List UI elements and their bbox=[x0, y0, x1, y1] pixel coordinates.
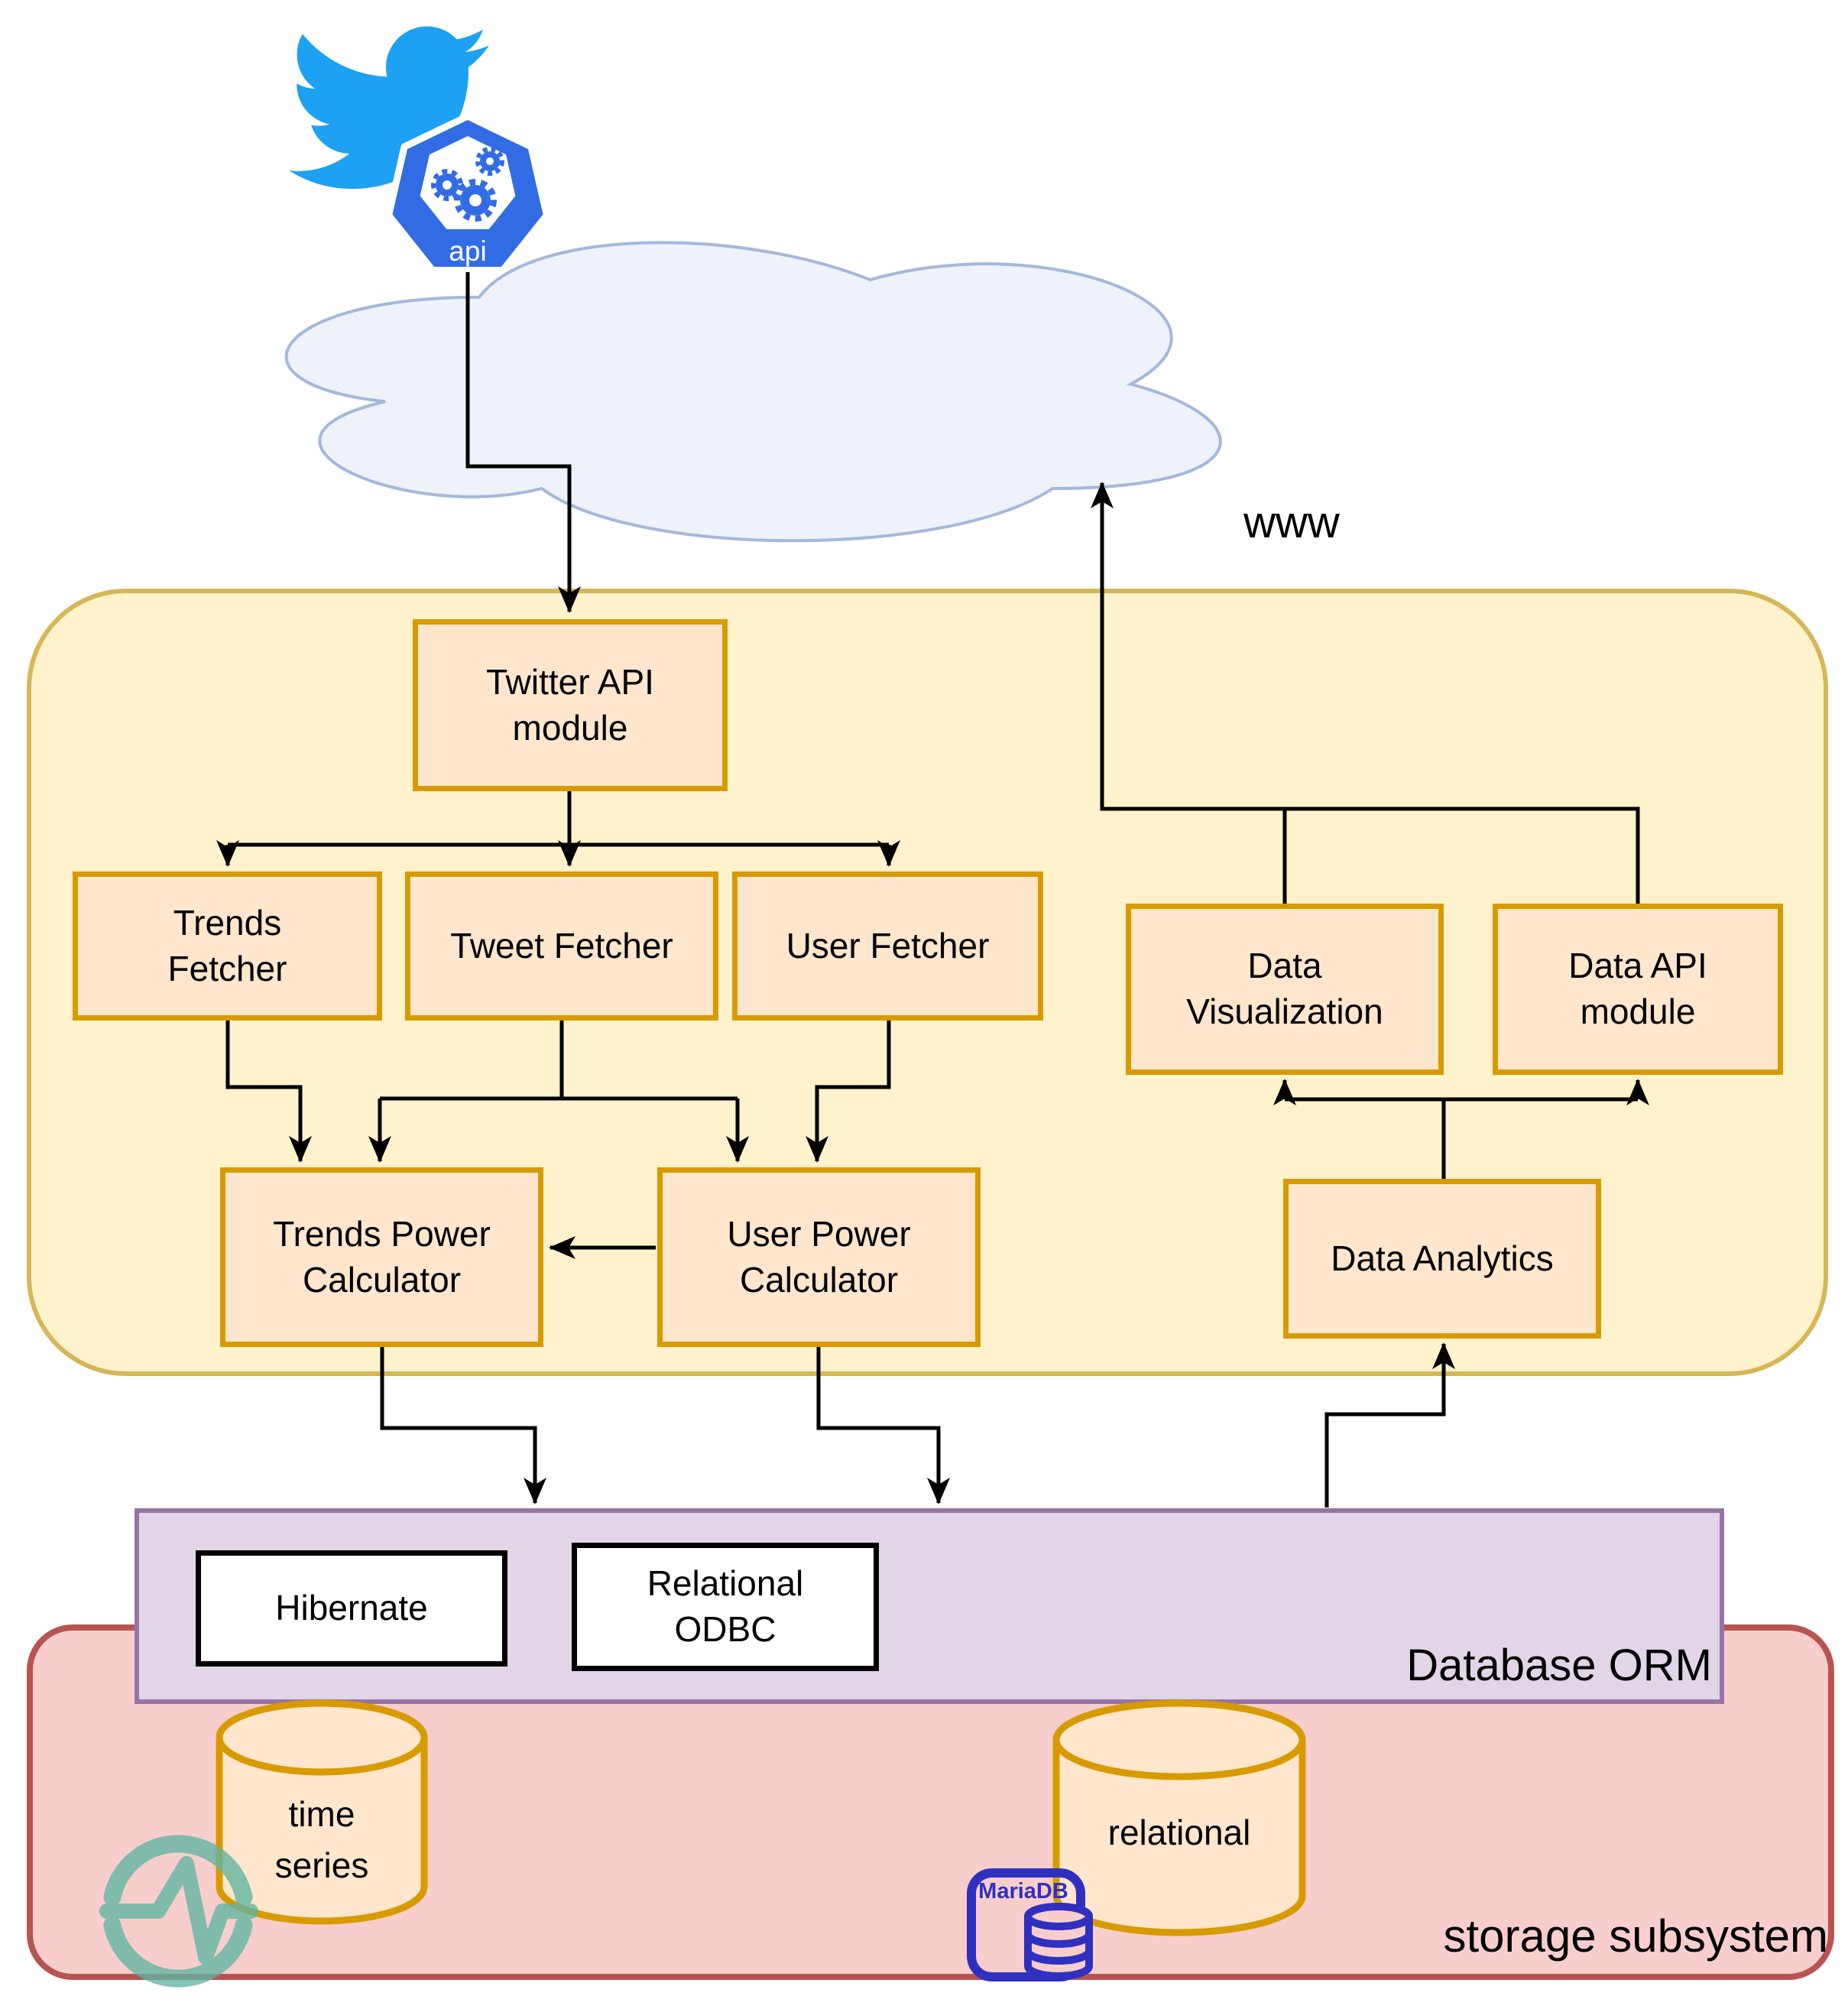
arrow-trends-to-tpc bbox=[225, 1021, 312, 1164]
relational-db-label: relational bbox=[1107, 1813, 1251, 1852]
box-trends-power-calculator: Trends Power Calculator bbox=[220, 1167, 543, 1347]
gear-icon bbox=[454, 179, 497, 222]
arrow-to-www bbox=[1091, 481, 1640, 904]
www-cloud-shape bbox=[284, 241, 1222, 543]
api-badge-label: api bbox=[449, 235, 487, 267]
gear-icon bbox=[475, 147, 504, 176]
box-user-power-calculator: User Power Calculator bbox=[657, 1167, 981, 1347]
arrow-api-to-twitter-module bbox=[465, 272, 581, 614]
gear-icon bbox=[431, 169, 463, 201]
box-data-visualization: Data Visualization bbox=[1126, 904, 1444, 1075]
kubernetes-api-icon bbox=[385, 112, 550, 274]
box-user-fetcher: User Fetcher bbox=[732, 871, 1043, 1021]
health-pulse-icon bbox=[99, 1835, 258, 1988]
box-tweet-fetcher: Tweet Fetcher bbox=[405, 871, 718, 1021]
arrow-orm-to-analytics bbox=[1324, 1342, 1455, 1508]
mariadb-icon bbox=[967, 1868, 1093, 1981]
www-label: www bbox=[1243, 498, 1340, 547]
box-data-api-module: Data API module bbox=[1493, 904, 1783, 1075]
database-orm-label: Database ORM bbox=[1406, 1641, 1712, 1690]
flow-arrows bbox=[216, 272, 1649, 1508]
relational-db-cylinder bbox=[1052, 1699, 1306, 1936]
box-data-analytics: Data Analytics bbox=[1283, 1179, 1601, 1339]
arrow-user-to-upc bbox=[806, 1021, 891, 1164]
arrow-upc-to-orm bbox=[816, 1347, 950, 1505]
mariadb-label: MariaDB bbox=[978, 1879, 1068, 1904]
box-trends-fetcher: Trends Fetcher bbox=[73, 871, 382, 1021]
arrow-tpc-to-orm bbox=[380, 1347, 546, 1505]
box-hibernate: Hibernate bbox=[196, 1550, 507, 1667]
mariadb-db-stack bbox=[1024, 1903, 1093, 1980]
time-series-db-label: time series bbox=[274, 1794, 369, 1885]
time-series-db-cylinder bbox=[216, 1699, 428, 1925]
storage-subsystem-label: storage subsystem bbox=[1443, 1910, 1828, 1962]
box-twitter-api-module: Twitter API module bbox=[413, 619, 728, 791]
box-relational-odbc: Relational ODBC bbox=[572, 1543, 879, 1671]
